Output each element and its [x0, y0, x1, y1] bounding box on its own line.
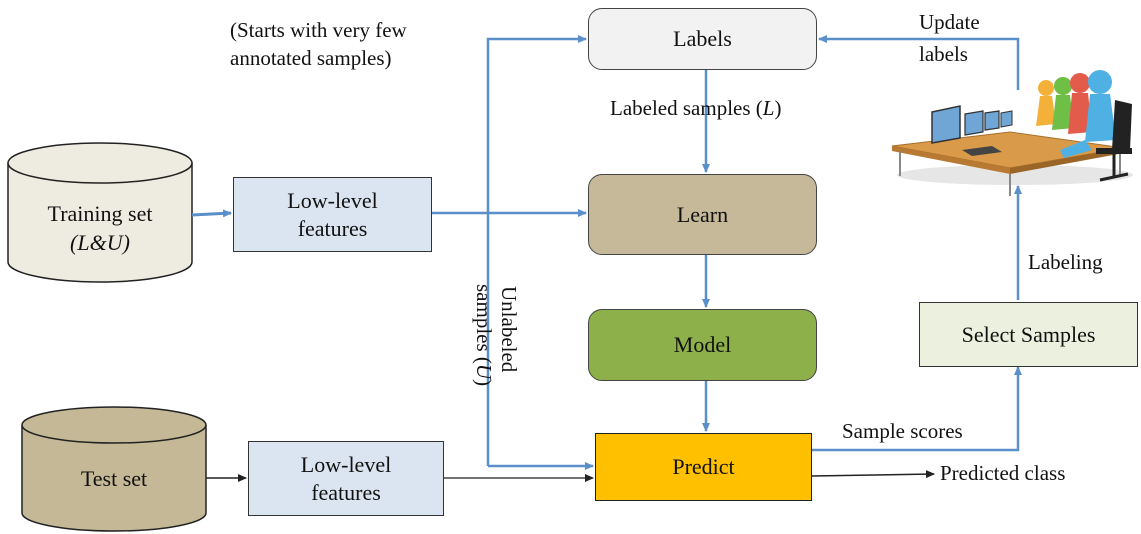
labeled-samples-label: Labeled samples (L)	[610, 96, 781, 121]
lowlevel-train-line-1: Low-level	[287, 188, 378, 213]
lowlevel-test-line-2: features	[311, 479, 381, 505]
model-box: Model	[588, 309, 817, 381]
sample-scores-label: Sample scores	[842, 419, 963, 443]
labeled-samples-var: L	[762, 96, 775, 120]
lowlevel-test-line-1: Low-level	[300, 452, 392, 477]
update-labels-line-1: Update	[919, 10, 980, 34]
unlabeled-samples-line-1: Unlabeled	[497, 286, 521, 373]
lowlevel-train-line-2: features	[297, 215, 368, 241]
training-set-label: Training set (L&U)	[8, 200, 192, 257]
arrow-unlabeled-to-labels	[486, 35, 587, 466]
unlabeled-samples-var: U	[472, 363, 496, 380]
training-set-subtitle: (L&U)	[70, 229, 130, 255]
note-line-1: (Starts with very few	[230, 18, 407, 42]
update-labels-line-2: labels	[919, 42, 968, 66]
arrow-scores-to-select	[812, 366, 1022, 452]
unlabeled-samples-line-2: samples (U)	[471, 284, 496, 386]
lowlevel-features-test-box: Low-level features	[248, 441, 444, 516]
arrow-predict-to-class	[811, 470, 935, 479]
lowlevel-features-train-box: Low-level features	[233, 177, 432, 252]
arrow-training-to-features	[191, 209, 232, 218]
training-set-cylinder	[7, 142, 193, 283]
predicted-class-label: Predicted class	[940, 461, 1066, 485]
unlabeled-samples-text: samples (	[472, 284, 496, 364]
test-set-cylinder	[21, 406, 207, 532]
unlabeled-samples-close: )	[472, 379, 496, 387]
annotators-at-computers-icon	[891, 70, 1133, 196]
training-set-title: Training set	[47, 201, 153, 226]
test-set-label: Test set	[80, 466, 148, 491]
labeling-label: Labeling	[1028, 250, 1103, 274]
labels-box: Labels	[588, 8, 817, 70]
labeled-samples-text: Labeled samples (	[610, 96, 763, 120]
predict-box: Predict	[595, 433, 812, 501]
select-samples-box: Select Samples	[919, 302, 1138, 367]
note-line-2: annotated samples)	[230, 46, 392, 70]
labeled-samples-close: )	[774, 96, 782, 120]
arrow-update-labels	[818, 35, 1020, 90]
learn-box: Learn	[588, 174, 817, 255]
